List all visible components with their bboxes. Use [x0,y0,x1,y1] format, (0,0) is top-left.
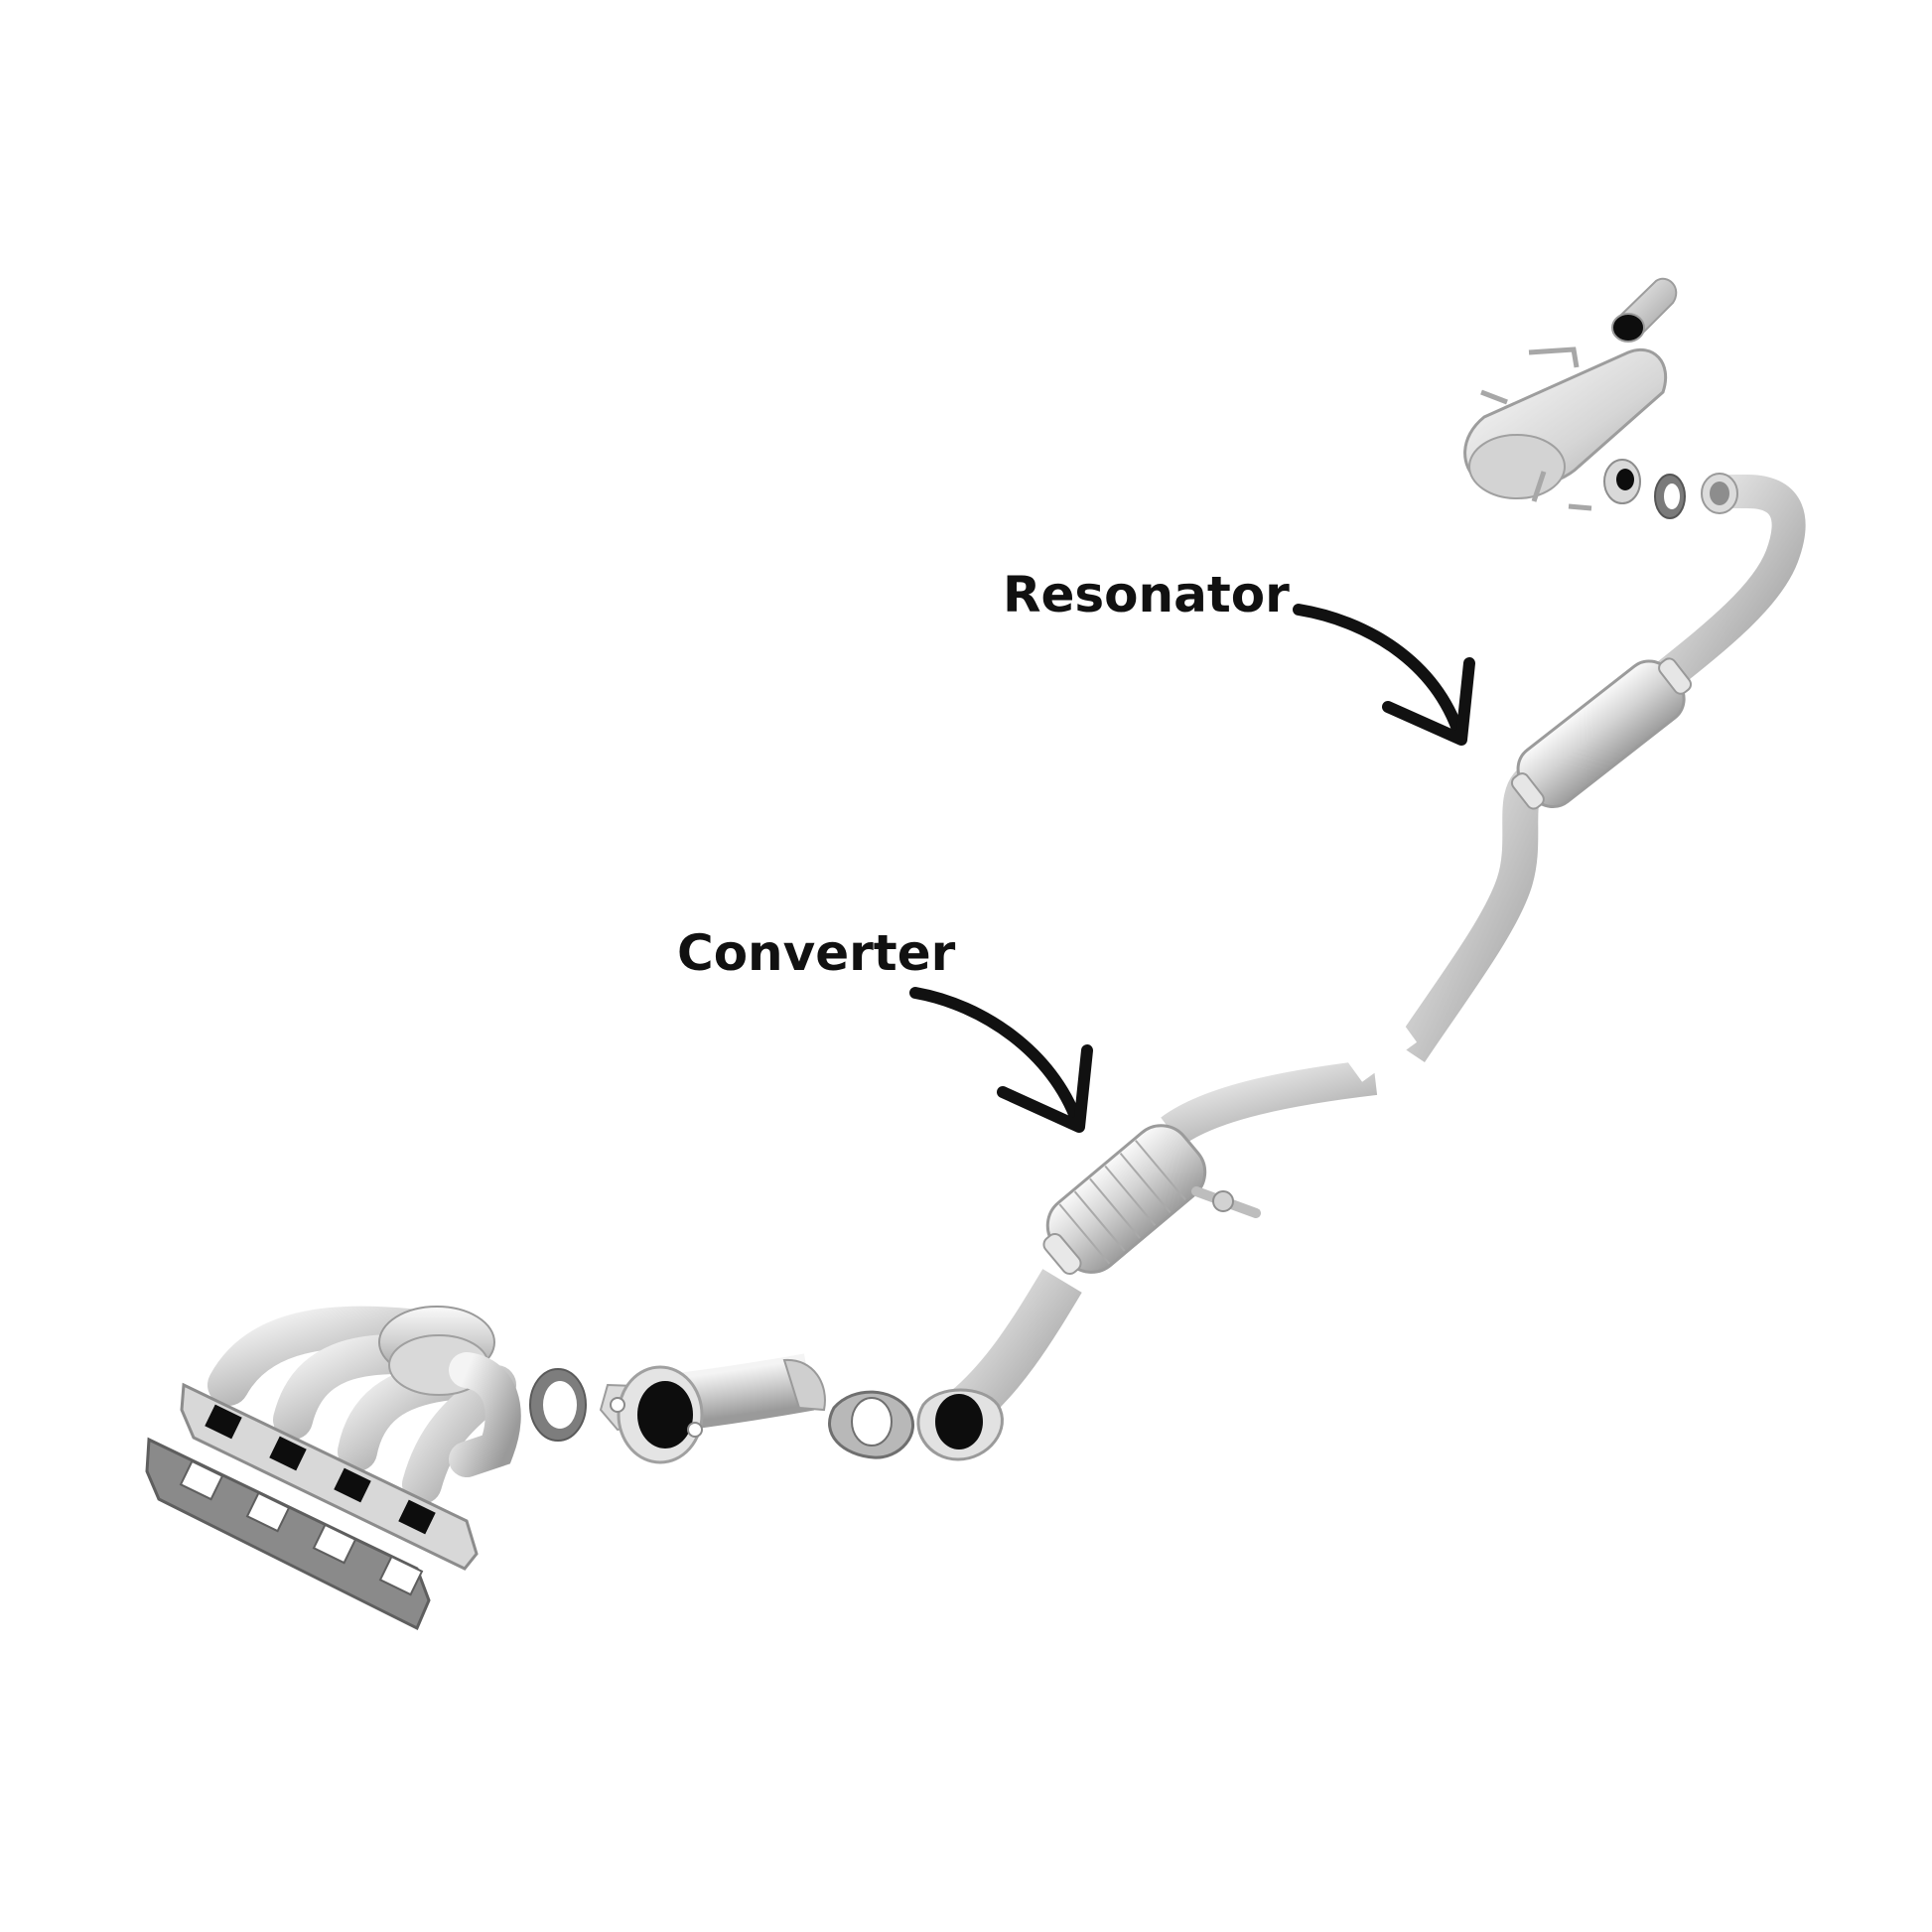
muffler-gasket [1654,474,1686,519]
front-pipe [599,1353,826,1464]
converter-arrow [909,987,1083,1128]
resonator-label: Resonator [1003,566,1290,623]
exhaust-manifold [180,1306,521,1571]
resonator-arrow [1293,604,1465,741]
converter-callout: Converter [677,924,1093,1133]
rear-pipe-flange [1701,473,1738,514]
converter-arrowhead [997,1044,1093,1133]
resonator-callout: Resonator [1003,566,1475,746]
tailpipe-tip [1611,277,1678,343]
catalytic-converter [1042,1124,1261,1275]
converter-label: Converter [677,924,956,982]
flange-gasket [529,1368,587,1442]
flange-gasket [828,1390,915,1459]
resonator [1510,657,1693,810]
resonator-arrowhead [1382,657,1475,746]
converter-inlet-flange [916,1388,1004,1461]
muffler [1463,346,1668,511]
manifold-gasket [145,1437,431,1631]
